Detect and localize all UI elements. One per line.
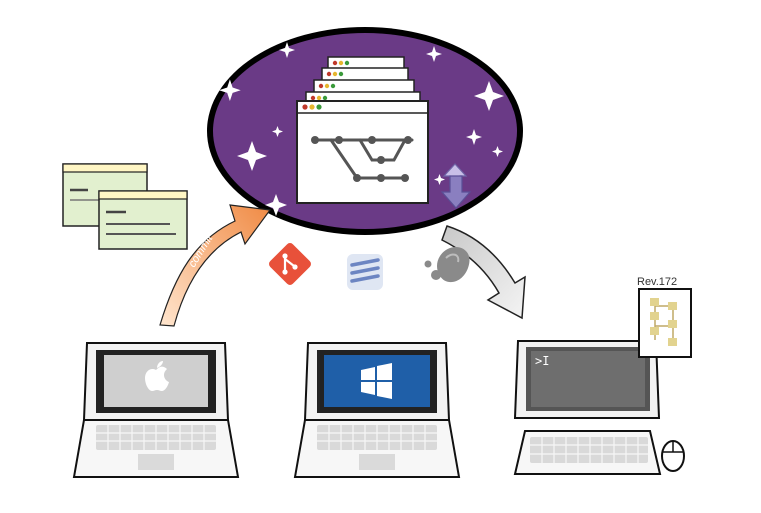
- mercurial-icon: [424, 246, 470, 283]
- terminal-prompt-icon: >I: [535, 354, 549, 368]
- subversion-icon: [347, 254, 383, 290]
- apple-logo-icon: [145, 361, 169, 391]
- sparkle-icons: [219, 42, 504, 216]
- repository-cloud: [207, 27, 523, 235]
- document-stack: [62, 163, 188, 250]
- revision-document: Rev.172: [637, 276, 692, 358]
- repository-window: [296, 100, 429, 204]
- revision-tree-icon: [650, 298, 677, 346]
- windows-logo-icon: [361, 363, 392, 399]
- document-front: [98, 190, 188, 250]
- revision-label: Rev.172: [637, 276, 677, 288]
- window-stack: [296, 56, 429, 204]
- git-icon: [269, 243, 311, 285]
- windows-laptop: [293, 342, 461, 478]
- sync-arrows-icon: [440, 163, 472, 209]
- commit-nodes: [311, 136, 412, 182]
- mac-laptop: [72, 342, 240, 478]
- mouse-icon: [661, 440, 685, 472]
- linux-desktop: >I: [513, 340, 685, 475]
